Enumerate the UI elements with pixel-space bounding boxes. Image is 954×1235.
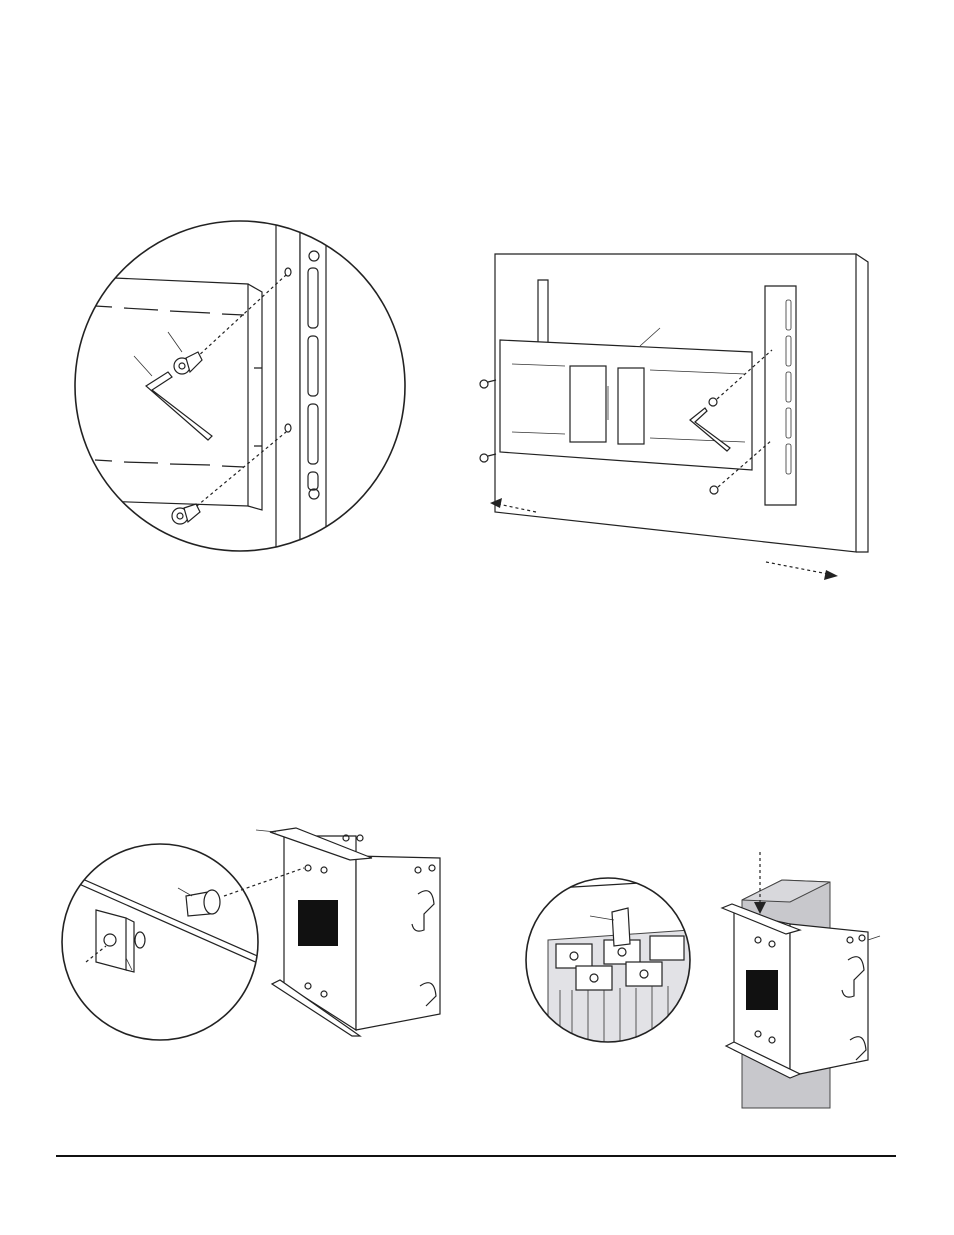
screw-icon <box>710 486 718 494</box>
screw-icon <box>480 454 496 462</box>
screw-icon <box>709 398 717 406</box>
fig-4-bracket-on-post <box>526 852 880 1108</box>
screw-icon <box>186 890 220 916</box>
screw-icon <box>480 380 496 388</box>
fig-2-display-rear <box>480 254 868 580</box>
fig-3-bracket-detail <box>62 828 440 1040</box>
fig-1-detail <box>70 221 405 560</box>
arrow-down-icon <box>754 852 766 914</box>
arrow-right-icon <box>766 562 838 580</box>
screw-icon <box>172 504 200 524</box>
mounting-rail <box>276 222 326 560</box>
